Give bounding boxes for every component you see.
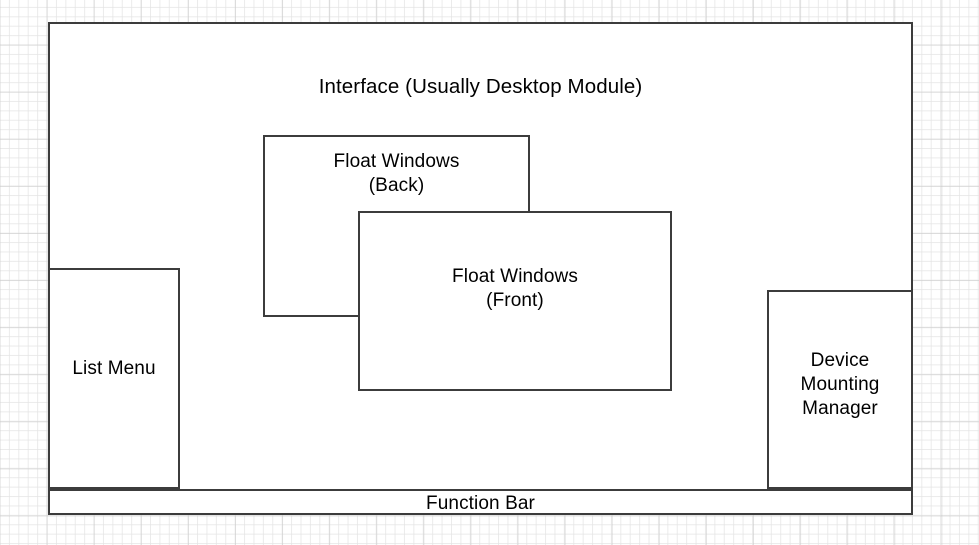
- list-menu-box[interactable]: List Menu: [48, 268, 180, 489]
- device-mounting-manager-box[interactable]: Device Mounting Manager: [767, 290, 913, 489]
- list-menu-label: List Menu: [72, 358, 156, 379]
- interface-title-label: Interface (Usually Desktop Module): [318, 75, 643, 98]
- float-window-front-label: Float Windows (Front): [452, 266, 578, 312]
- float-window-front-box[interactable]: Float Windows (Front): [358, 211, 672, 391]
- function-bar-box[interactable]: Function Bar: [48, 489, 913, 515]
- function-bar-label: Function Bar: [426, 493, 535, 514]
- float-window-back-label: Float Windows (Back): [333, 151, 460, 197]
- device-mounting-manager-label: Device Mounting Manager: [800, 350, 880, 420]
